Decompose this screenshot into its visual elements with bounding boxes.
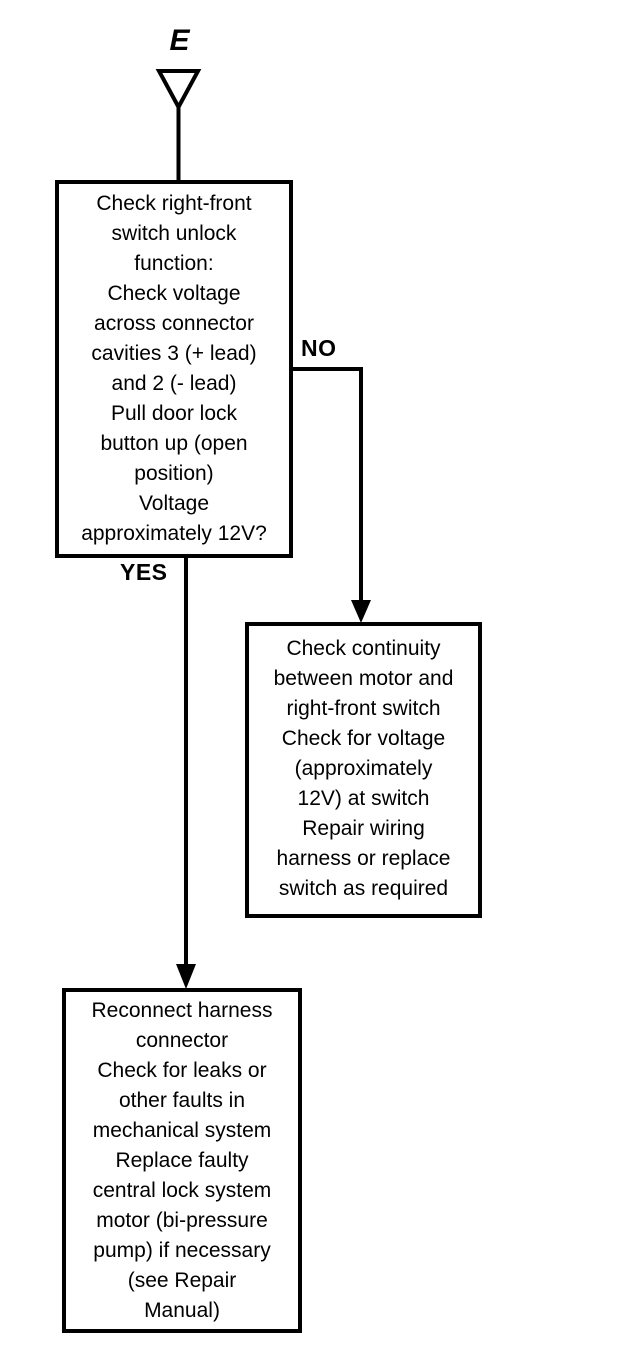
edge-label-yes: YES	[120, 559, 168, 585]
node-reconnect-harness-check-mechanical: Reconnect harness connector Check for le…	[62, 988, 302, 1333]
node-check-continuity-repair-switch: Check continuity between motor and right…	[245, 622, 482, 918]
edge-label-no: NO	[301, 335, 337, 361]
entry-connector-label: E	[169, 24, 191, 57]
no-branch-line	[291, 367, 363, 602]
node-text: Check continuity between motor and right…	[273, 637, 454, 900]
node-text: Reconnect harness connector Check for le…	[91, 999, 273, 1322]
node-check-right-front-switch-unlock: Check right-front switch unlock function…	[55, 180, 293, 558]
no-arrowhead-icon	[351, 600, 371, 623]
node-text: Check right-front switch unlock function…	[81, 192, 267, 545]
yes-arrowhead-icon	[176, 964, 196, 989]
entry-triangle-icon	[155, 69, 202, 112]
